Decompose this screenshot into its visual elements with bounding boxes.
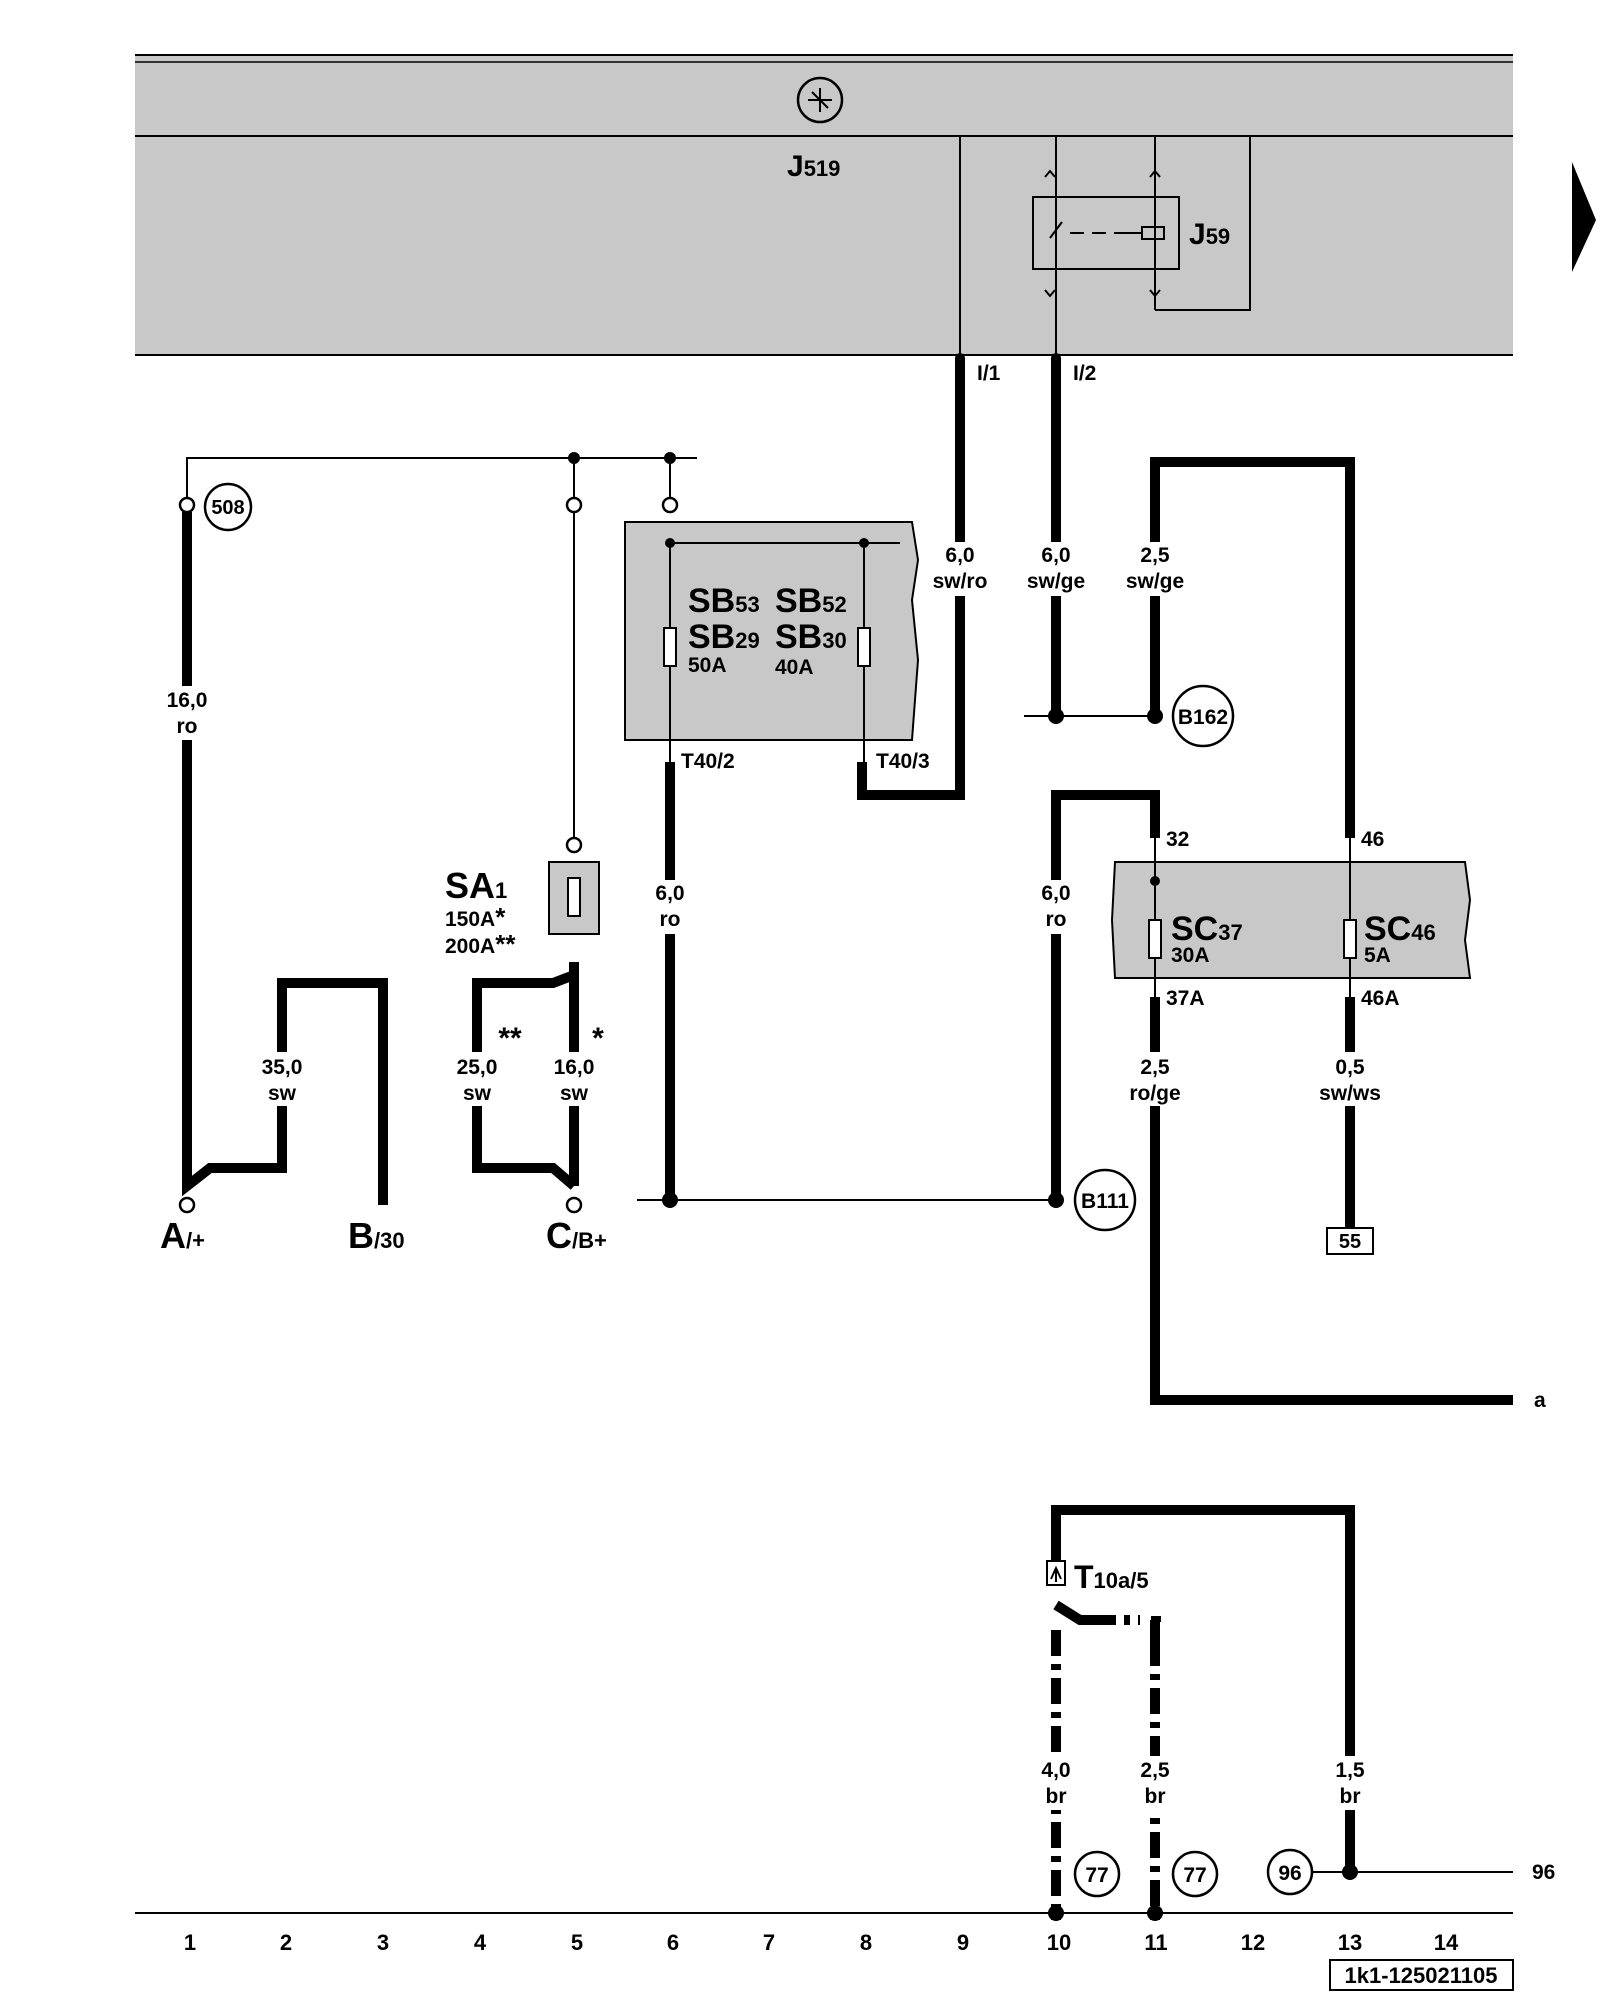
grid-number: 13: [1338, 1930, 1362, 1955]
pin-37a: 37A: [1166, 987, 1205, 1010]
sc37-rating: 30A: [1171, 944, 1210, 967]
wire-w9-size: 6,0: [945, 544, 974, 567]
wire-w3-color: sw: [268, 1082, 297, 1105]
terminal-circles: [178, 496, 679, 1214]
fuse-box-sb: [624, 521, 920, 741]
wire-w10b-size: 6,0: [1041, 882, 1070, 905]
junction-dots: [568, 353, 1358, 1921]
grid-number: 3: [377, 1930, 389, 1955]
relay-j59: [1032, 169, 1180, 298]
connection-b162: B162: [1178, 706, 1228, 729]
grid-number: 2: [280, 1930, 292, 1955]
wire-w6-size: 6,0: [655, 882, 684, 905]
fuse-sc46-icon: [1343, 919, 1357, 959]
pin-t40-3: T40/3: [876, 750, 930, 773]
sb53-label: SB53: [688, 582, 760, 620]
fuse-sc37-icon: [1148, 919, 1162, 959]
pin-46: 46: [1361, 828, 1384, 851]
grid-number: 4: [474, 1930, 487, 1955]
sc46-label: SC46: [1364, 910, 1436, 948]
wire-w13a-size: 0,5: [1335, 1056, 1365, 1079]
grid-number: 7: [763, 1930, 775, 1955]
connection-77-a: 77: [1085, 1864, 1108, 1887]
fuse-sb29-icon: [663, 627, 677, 667]
connection-96: 96: [1278, 1862, 1301, 1885]
sa1-rating-1: 150A*: [445, 902, 506, 932]
sb29-rating: 50A: [688, 654, 727, 677]
diagram-id: 1k1-125021105: [1345, 1963, 1498, 1988]
continuation-96: 96: [1532, 1861, 1555, 1884]
wire-w5-mark: *: [592, 1022, 604, 1055]
wire-w1-color: ro: [177, 715, 198, 738]
wire-w13b-color: br: [1340, 1785, 1361, 1808]
terminal-b: B/30: [348, 1215, 405, 1256]
grid-number: 10: [1047, 1930, 1071, 1955]
connection-circles: 508 B162 B111 77 77 96: [203, 482, 1314, 1898]
terminal-c: C/B+: [546, 1215, 607, 1256]
wire-w10b-color: ro: [1046, 908, 1067, 931]
t10a5-label: T10a/5: [1074, 1559, 1149, 1595]
connection-b111: B111: [1081, 1190, 1129, 1213]
grid-numbers: 1 2 3 4 5 6 7 8 9 10 11 12 13 14: [184, 1930, 1459, 1955]
fuse-sb30-icon: [857, 627, 871, 667]
wire-w4-mark: **: [498, 1022, 522, 1055]
wire-w13a-color: sw/ws: [1319, 1082, 1381, 1105]
wire-w6-color: ro: [660, 908, 681, 931]
sb30-rating: 40A: [775, 656, 814, 679]
wire-w1-size: 16,0: [167, 689, 208, 712]
connection-508: 508: [211, 497, 244, 519]
wire-w9-color: sw/ro: [933, 570, 988, 593]
grid-number: 1: [184, 1930, 196, 1955]
j519-label: J519: [787, 150, 840, 183]
fuse-box-sc: [1110, 861, 1472, 979]
wire-w11b-color: ro/ge: [1129, 1082, 1180, 1105]
boxed-ref-55: [1326, 1227, 1374, 1255]
sb30-label: SB30: [775, 618, 847, 656]
pin-t40-2: T40/2: [681, 750, 735, 773]
wire-w4-size: 25,0: [457, 1056, 498, 1079]
grid-number: 6: [667, 1930, 679, 1955]
sb29-label: SB29: [688, 618, 760, 656]
grid-number: 12: [1241, 1930, 1265, 1955]
wire-w10c-size: 4,0: [1041, 1759, 1070, 1782]
wire-w5-color: sw: [560, 1082, 589, 1105]
wire-labels: 16,0 ro 35,0 sw 25,0 sw ** 16,0 sw * 6,0…: [160, 542, 1385, 1810]
wire-w11a-color: sw/ge: [1126, 570, 1184, 593]
wire-w10a-color: sw/ge: [1027, 570, 1085, 593]
wire-w10a-size: 6,0: [1041, 544, 1070, 567]
wire-w11a-size: 2,5: [1140, 544, 1170, 567]
pin-i1: I/1: [977, 362, 1001, 385]
grid-number: 8: [860, 1930, 872, 1955]
pin-i2: I/2: [1073, 362, 1096, 385]
j59-label: J59: [1189, 218, 1230, 251]
continuation-a: a: [1534, 1389, 1546, 1412]
diagram-id-box: [1329, 1959, 1514, 1991]
pin-46a: 46A: [1361, 987, 1400, 1010]
grid-number: 9: [957, 1930, 969, 1955]
fuse-sa1-icon: [567, 877, 581, 917]
sc37-label: SC37: [1171, 910, 1243, 948]
sb52-label: SB52: [775, 582, 847, 620]
grid-number: 5: [571, 1930, 583, 1955]
connection-77-b: 77: [1183, 1864, 1206, 1887]
grid-number: 11: [1144, 1930, 1167, 1955]
terminal-a: A/+: [160, 1215, 205, 1256]
pin-32: 32: [1166, 828, 1189, 851]
boxed-ref-55-text: 55: [1339, 1231, 1361, 1253]
sc46-rating: 5A: [1364, 944, 1391, 967]
wire-w11c-size: 2,5: [1140, 1759, 1170, 1782]
sa1-label: SA1: [445, 865, 507, 906]
wire-w11c-color: br: [1145, 1785, 1166, 1808]
wire-w4-color: sw: [463, 1082, 492, 1105]
next-page-arrow-icon: [1572, 162, 1596, 272]
wire-w13b-size: 1,5: [1335, 1759, 1365, 1782]
wire-w10c-color: br: [1046, 1785, 1067, 1808]
sa1-rating-2: 200A**: [445, 929, 516, 959]
wire-w3-size: 35,0: [262, 1056, 303, 1079]
grid-number: 14: [1434, 1930, 1459, 1955]
wire-w5-size: 16,0: [554, 1056, 595, 1079]
ground-symbol-icon: [796, 76, 844, 124]
wire-w11b-size: 2,5: [1140, 1056, 1170, 1079]
